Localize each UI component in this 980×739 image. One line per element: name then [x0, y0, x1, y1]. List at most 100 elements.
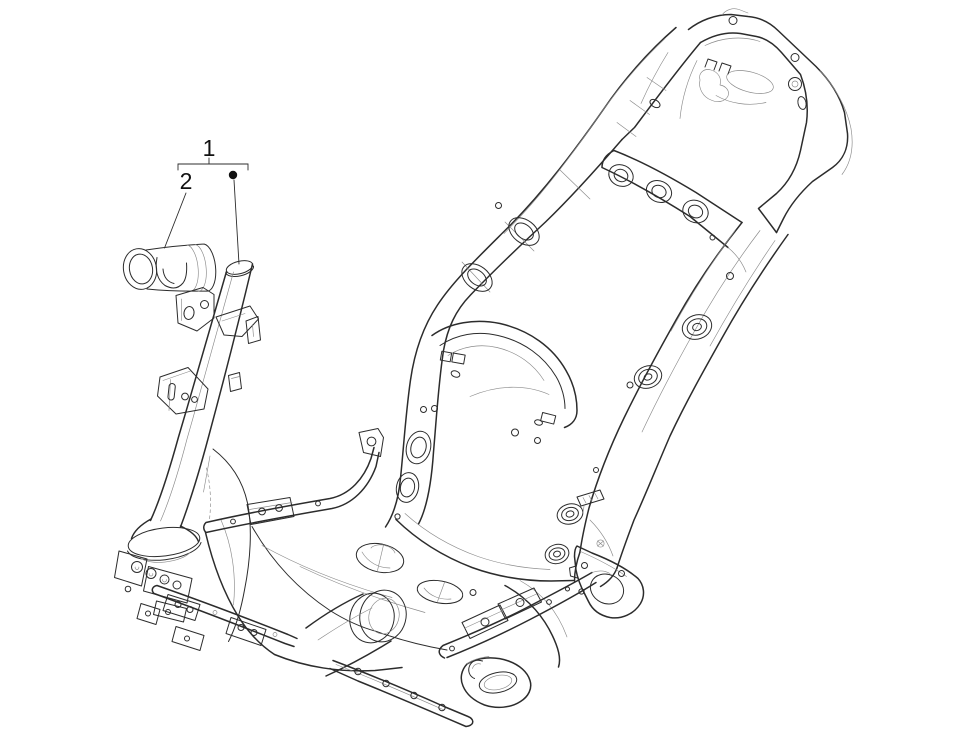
left-rail-foot-hole-2	[145, 610, 151, 617]
left-rail-tab-hole-4	[250, 629, 258, 636]
washer-2	[145, 568, 157, 579]
deck-bolt-hole	[469, 589, 477, 596]
stand-bracket-oval-inner	[483, 674, 513, 691]
plate-slot	[167, 383, 176, 401]
lower-rail-hole-2	[382, 679, 390, 688]
front-rail-edges	[203, 446, 380, 534]
grommet-1	[681, 314, 713, 340]
bracket-bolt-3	[618, 570, 625, 577]
grommet-3	[556, 503, 584, 525]
rail-bolt-hole	[709, 234, 716, 241]
bracket-side-tab	[569, 565, 578, 579]
spring-clip	[468, 659, 483, 679]
left-floor-rail	[136, 584, 298, 651]
rear-frame-loop	[601, 8, 853, 273]
lower-left-rail	[329, 659, 474, 728]
lower-rail-hole-3	[410, 691, 418, 700]
spring-clip-detail	[466, 656, 490, 669]
left-rail-foot-hole-1	[184, 635, 190, 642]
spar-oval-hole-3-inner	[410, 436, 427, 459]
bracket-fold-line	[580, 551, 627, 577]
left-spar	[384, 26, 677, 528]
right-rail-tabs	[461, 587, 542, 639]
loop-outer-edge	[687, 13, 849, 234]
saddle-bowl	[420, 320, 578, 429]
cross-tube-bore	[368, 597, 400, 635]
callout-1-leader-line	[233, 179, 240, 265]
flare-ring-upper	[127, 526, 201, 558]
left-rail-tab-hole-3	[237, 624, 245, 631]
bowl-inner-rim	[439, 332, 566, 409]
left-rail-edges	[151, 584, 298, 648]
spar-hole-d	[534, 437, 541, 444]
spar-oval-hole-4-inner	[399, 477, 416, 498]
rail-ring-3-inner	[687, 204, 704, 219]
seat-catch-oval	[726, 70, 774, 94]
bracket-big-hole	[589, 573, 625, 605]
rail-ring-2-inner	[651, 184, 667, 199]
tube-edges	[149, 263, 254, 528]
tunnel-outer-edge	[204, 531, 403, 672]
rail-hook-tab	[358, 428, 384, 457]
grommet-4-mid	[548, 547, 566, 561]
pin-tab-hatch	[582, 493, 599, 514]
plate-hole-1	[181, 392, 189, 401]
front-gusset	[203, 448, 251, 642]
rail-ring-3	[682, 199, 709, 224]
bushing-ribs	[186, 244, 207, 292]
loop-outer-shell	[819, 70, 853, 175]
lower-rail-midline	[335, 664, 445, 711]
right-rail-tab-hole-1	[480, 617, 490, 627]
right-spar	[511, 221, 789, 588]
lower-rail-hole-1	[354, 667, 362, 676]
floor-deck	[204, 513, 575, 672]
stand-bracket-outline	[460, 657, 532, 709]
callout-1-dot-marker	[228, 170, 238, 180]
rail-hook-hole	[366, 436, 377, 447]
right-spar-outer-edge	[616, 233, 789, 569]
flange-fold	[221, 313, 246, 322]
spar-oval-hole-1	[508, 217, 540, 246]
grommet-3-inner	[565, 510, 575, 518]
deck-oval-1-detail	[361, 544, 396, 571]
bowl-slot-1	[439, 350, 453, 363]
spar-oval-hole-3	[405, 430, 432, 465]
right-rail-hole-1	[449, 645, 455, 652]
left-rail-feet	[136, 603, 205, 651]
spar-hole-a	[726, 272, 734, 280]
bowl-bolt-hole	[420, 406, 427, 413]
bracket-bolt-2	[578, 588, 585, 595]
bowl-oval-1	[450, 370, 461, 378]
front-rail-tab-fold	[249, 502, 293, 510]
screw-mark	[596, 539, 605, 548]
plate-folds	[162, 370, 191, 411]
right-rail-tab-folds	[464, 593, 537, 629]
deck-oval-hole-1	[355, 542, 405, 574]
deck-oval-2-detail	[423, 582, 452, 602]
washer-3	[159, 574, 170, 585]
spar-bolt-hole-1	[495, 202, 502, 209]
spar-hole-c	[511, 428, 519, 437]
front-rail	[203, 428, 384, 534]
rail-to-spar-link	[727, 247, 747, 273]
top-plate-hole-right	[790, 53, 800, 62]
right-spar-inner-lines	[641, 230, 776, 433]
washer-4	[172, 580, 182, 590]
washer-centers	[134, 566, 167, 583]
bushing-left-face	[122, 248, 158, 290]
grommet-2-inner	[643, 373, 653, 381]
deck-fold-lines	[261, 545, 426, 613]
plate-hole-2	[191, 396, 198, 403]
top-plate-hole-left	[728, 16, 738, 25]
callout-2-leader-line	[164, 192, 187, 249]
bracket-plate	[175, 287, 215, 332]
spar-hole-b	[626, 381, 634, 389]
side-plate	[245, 316, 261, 344]
stub-fold	[231, 376, 240, 379]
spar-bolt-hole-3	[394, 513, 401, 520]
lug-hole-1	[124, 585, 132, 593]
grommet-2	[633, 365, 663, 389]
deck-saddle-edge	[395, 518, 575, 582]
screw-head-outer	[788, 77, 802, 91]
